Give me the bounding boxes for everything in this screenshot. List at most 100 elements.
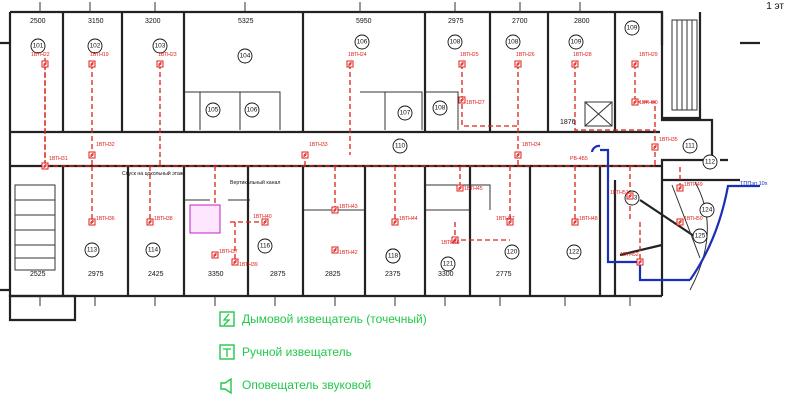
svg-text:116: 116 — [260, 243, 271, 250]
detector-label: 1ВТН44 — [399, 216, 418, 222]
dimension-bottom: 2875 — [270, 271, 286, 278]
dimension-bottom: 2825 — [325, 271, 341, 278]
room-109: 109 — [568, 34, 584, 50]
smoke-detector: 1ВТН33 — [301, 142, 328, 159]
smoke-detector: 1ВТН19 — [88, 52, 109, 68]
stairs-note: Спуск на цокольный этаж — [122, 170, 184, 177]
dimension-top: 2500 — [30, 18, 46, 25]
detector-label: 1ВТН33 — [309, 142, 328, 148]
detector-label: 1ВТН50 — [684, 216, 703, 222]
room-103: 103 — [152, 38, 168, 54]
detector-label: 1ВТН45 — [464, 186, 483, 192]
room-109: 109 — [624, 20, 640, 36]
detector-label: 1ВТН28 — [573, 52, 592, 58]
legend-label-smoke: Дымовой извещатель (точечный) — [242, 312, 427, 326]
svg-text:102: 102 — [90, 43, 101, 50]
detector-label: 1ВТН26 — [516, 52, 535, 58]
room-114: 114 — [145, 242, 161, 258]
detector-label: 1ВТН42 — [339, 250, 358, 256]
room-110: 110 — [392, 138, 408, 154]
detector-label: 1ВТН36 — [96, 216, 115, 222]
smoke-detector: 1ВТН39 — [231, 258, 258, 268]
detector-label: 1ВТН38 — [154, 216, 173, 222]
smoke-detector: 1ВТН52 — [620, 252, 644, 266]
svg-text:107: 107 — [400, 110, 411, 117]
room-111: 111 — [682, 138, 698, 154]
detector-label: 1ВТН40 — [253, 214, 272, 220]
svg-text:110: 110 — [395, 143, 406, 150]
smoke-detector: 1ВТН27 — [458, 96, 485, 106]
vent-shaft-note: Вертикальный канал — [230, 179, 280, 186]
smoke-detector: 1ВТН31 — [41, 156, 68, 170]
svg-text:109: 109 — [571, 39, 582, 46]
smoke-detector: 1ВТН24 — [346, 52, 367, 68]
detector-label: 1ВТН51 — [610, 190, 629, 196]
room-101: 101 — [30, 38, 46, 54]
detector-label: 1ВТН32 — [96, 142, 115, 148]
detector-label: 1ВТН46 — [441, 240, 460, 246]
dimension-bottom: 2775 — [496, 271, 512, 278]
dimension-top: 3150 — [88, 18, 104, 25]
dimension-bottom: 2975 — [88, 271, 104, 278]
smoke-detector: 1ВТН49 — [676, 182, 703, 192]
smoke-detector: 1ВТН37 — [211, 249, 238, 259]
room-108: 108 — [447, 34, 463, 50]
smoke-detector: 1ВТН44 — [391, 216, 418, 226]
floor-label: 1 эт — [766, 1, 784, 12]
room-106: 106 — [354, 34, 370, 50]
smoke-detector: 1ВТН22 — [31, 52, 50, 68]
detector-label: 1ВТН27 — [466, 100, 485, 106]
svg-text:103: 103 — [155, 43, 166, 50]
detector-label: 1ВТН34 — [522, 142, 541, 148]
svg-text:125: 125 — [695, 233, 706, 240]
smoke-detector-icon — [219, 311, 235, 327]
detector-label: 1ВТН23 — [158, 52, 177, 58]
control-panel — [189, 204, 221, 234]
room-116: 116 — [257, 238, 273, 254]
room-112: 112 — [702, 154, 718, 170]
smoke-detector: 1ВТН38 — [146, 216, 173, 226]
smoke-detector: 1ВТН45 — [456, 184, 483, 192]
detector-label: 1ВТН49 — [684, 182, 703, 188]
smoke-detector: 1ВТН32 — [88, 142, 115, 159]
room-124: 124 — [699, 202, 715, 218]
detector-label: 1ВТН39 — [239, 262, 258, 268]
room-120: 120 — [504, 244, 520, 260]
junction-label: РВ-4Б5 — [570, 156, 588, 162]
detector-label: 1ВТН35 — [659, 137, 678, 143]
external-cable-route: ТППэп 10х — [590, 144, 768, 282]
svg-text:106: 106 — [247, 107, 258, 114]
dimension-top: 2975 — [448, 18, 464, 25]
dimension-bottom: 2425 — [148, 271, 164, 278]
svg-text:121: 121 — [443, 261, 454, 268]
svg-text:101: 101 — [33, 43, 44, 50]
room-104: 104 — [237, 48, 253, 64]
dimension-top: 5950 — [356, 18, 372, 25]
room-108: 108 — [432, 100, 448, 116]
svg-text:122: 122 — [569, 249, 580, 256]
detector-label: 1ВТН24 — [348, 52, 367, 58]
manual-call-point-icon — [219, 344, 235, 360]
smoke-detector: 1ВТН43 — [331, 204, 358, 214]
smoke-detector: 1ВТН25 — [458, 52, 479, 68]
room-125: 125 — [692, 228, 708, 244]
detector-label: 1ВТН47 — [496, 216, 515, 222]
smoke-detector: 1ВТН42 — [331, 246, 358, 256]
room-107: 107 — [397, 105, 413, 121]
smoke-detector: 1ВТН26 — [514, 52, 535, 68]
detector-label: 1ВТН52 — [620, 252, 639, 258]
smoke-detector: 1ВТН28 — [571, 52, 592, 68]
smoke-detector: 1ВТН34 — [514, 142, 541, 159]
smoke-detector: 1ВТН47 — [496, 216, 515, 226]
sounder-icon — [220, 377, 232, 395]
dimension-top: 3200 — [145, 18, 161, 25]
smoke-detector: 1ВТН51 — [610, 190, 634, 200]
smoke-detector: 1ВТН40 — [253, 214, 272, 226]
dimension-bottom: 2375 — [385, 271, 401, 278]
legend-label-manual: Ручной извещатель — [242, 345, 352, 359]
svg-text:114: 114 — [148, 247, 159, 254]
detector-label: 1ВТН43 — [339, 204, 358, 210]
room-118: 118 — [385, 248, 401, 264]
